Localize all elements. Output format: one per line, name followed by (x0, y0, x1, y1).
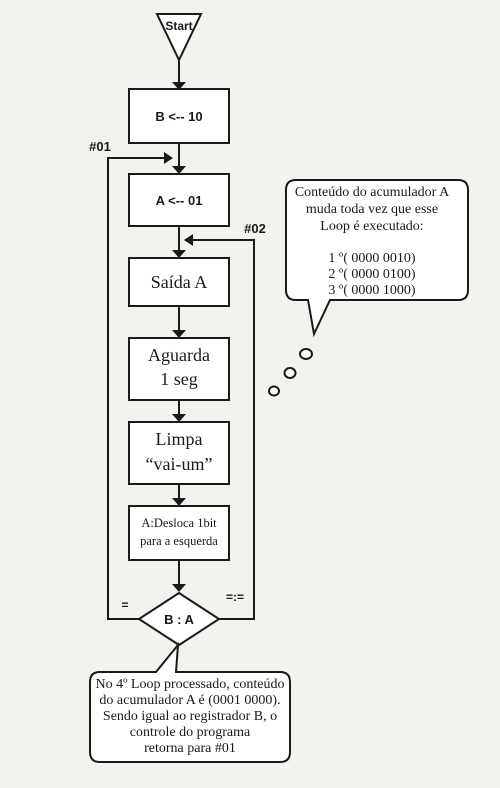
shift-left-label-line1: A:Desloca 1bit (141, 516, 217, 530)
wait-box (128, 337, 230, 401)
set-a-box (128, 173, 230, 227)
start-terminal (155, 13, 203, 63)
arrow-to-set-b (172, 82, 186, 90)
loop-01-label: #01 (89, 139, 111, 154)
thought-dot-2 (283, 367, 297, 379)
thought-dot-1 (299, 348, 313, 360)
loop-01-arrow (164, 152, 173, 164)
loop-01-return-line (107, 157, 170, 620)
start-label: Start (165, 19, 192, 33)
set-a-label: A <-- 01 (156, 193, 203, 208)
accumulator-callout-item2: 2 º( 0000 0100) (328, 267, 416, 282)
arrow-to-wait (172, 330, 186, 338)
clear-carry-label-line1: Limpa (156, 429, 203, 449)
arrow-to-set-a (172, 166, 186, 174)
output-label: Saída A (151, 272, 208, 292)
accumulator-callout-line2: muda toda vez que esse (306, 202, 438, 217)
output-box (128, 257, 230, 307)
clear-carry-label-line2: “vai-um” (146, 454, 213, 474)
arrow-to-clear (172, 414, 186, 422)
shift-left-label-line2: para a esquerda (140, 534, 218, 548)
loop-02-return-line (188, 239, 255, 620)
loop-02-arrow (184, 234, 193, 246)
fourth-loop-callout-line5: retorna para #01 (144, 741, 236, 756)
fourth-loop-callout-line1: No 4º Loop processado, conteúdo (95, 677, 284, 692)
accumulator-callout-bubble (285, 179, 469, 338)
decision-equal-label: = (121, 598, 128, 612)
loop-02-label: #02 (244, 221, 266, 236)
fourth-loop-callout-line3: Sendo igual ao registrador B, o (103, 709, 277, 724)
wait-label-line2: 1 seg (160, 369, 198, 389)
accumulator-callout-line3: Loop é executado: (320, 219, 423, 234)
accumulator-callout-line1: Conteúdo do acumulador A (295, 185, 450, 200)
accumulator-callout-item1: 1 º( 0000 0010) (328, 251, 416, 266)
arrow-to-shift (172, 498, 186, 506)
fourth-loop-callout-line4: controle do programa (130, 725, 251, 740)
shift-left-box (128, 505, 230, 561)
set-b-box (128, 88, 230, 144)
fourth-loop-callout-line2: do acumulador A é (0001 0000). (99, 693, 280, 708)
decision-not-equal-label: =:= (226, 590, 244, 604)
decision-label: B : A (164, 612, 194, 627)
accumulator-callout-item3: 3 º( 0000 1000) (328, 283, 416, 298)
clear-carry-box (128, 421, 230, 485)
wait-label-line1: Aguarda (148, 345, 210, 365)
fourth-loop-callout-bubble (89, 641, 291, 763)
set-b-label: B <-- 10 (155, 109, 202, 124)
thought-dot-3 (268, 385, 280, 397)
arrow-to-decision (172, 584, 186, 592)
arrow-to-output (172, 250, 186, 258)
